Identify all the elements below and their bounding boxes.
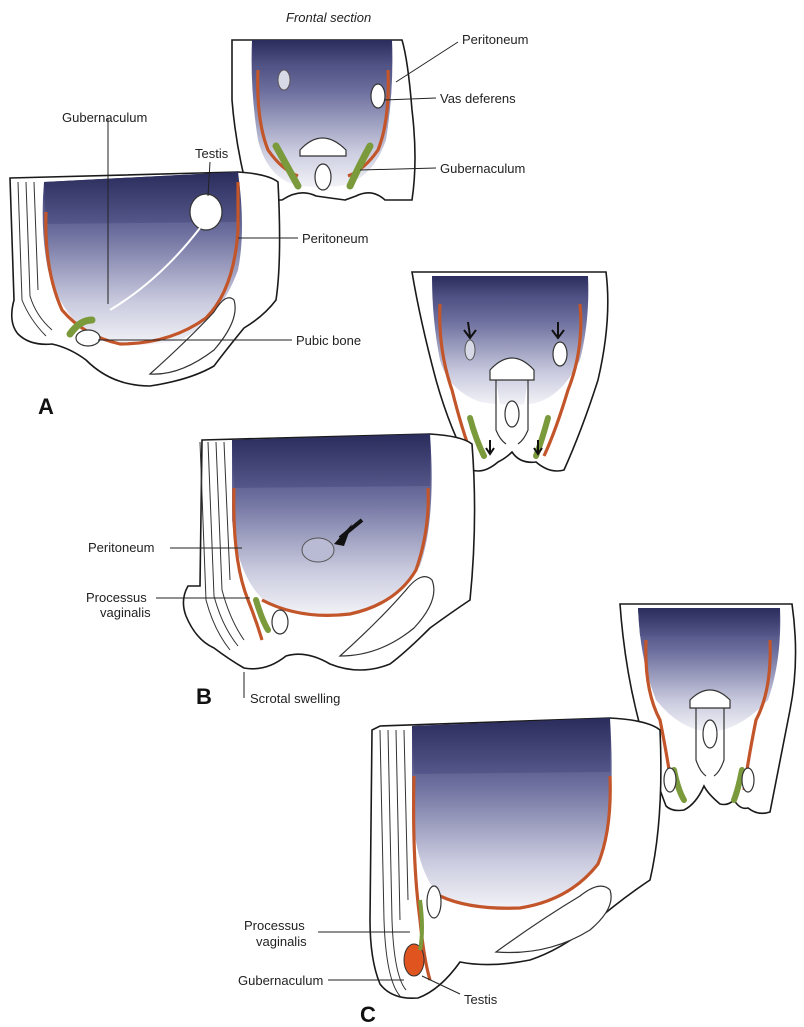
label-processus-b-2: vaginalis [100,605,151,620]
label-peritoneum-b: Peritoneum [88,540,154,555]
label-testis-c: Testis [464,992,498,1007]
label-processus-c-1: Processus [244,918,305,933]
label-gubernaculum-a: Gubernaculum [62,110,147,125]
panel-b-sagittal [156,434,475,698]
panel-letter-a: A [38,394,54,419]
label-pubic-bone: Pubic bone [296,333,361,348]
label-testis-a: Testis [195,146,229,161]
label-vas-deferens: Vas deferens [440,91,516,106]
label-gubernaculum-c: Gubernaculum [238,973,323,988]
label-scrotal-swelling: Scrotal swelling [250,691,340,706]
label-processus-c-2: vaginalis [256,934,307,949]
frontal-section-title: Frontal section [286,10,371,25]
label-processus-b-1: Processus [86,590,147,605]
label-peritoneum-a: Peritoneum [302,231,368,246]
label-gubernaculum-frontal: Gubernaculum [440,161,525,176]
panel-letter-b: B [196,684,212,709]
panel-letter-c: C [360,1002,376,1027]
panel-c-sagittal [318,718,661,998]
label-peritoneum-frontal: Peritoneum [462,32,528,47]
